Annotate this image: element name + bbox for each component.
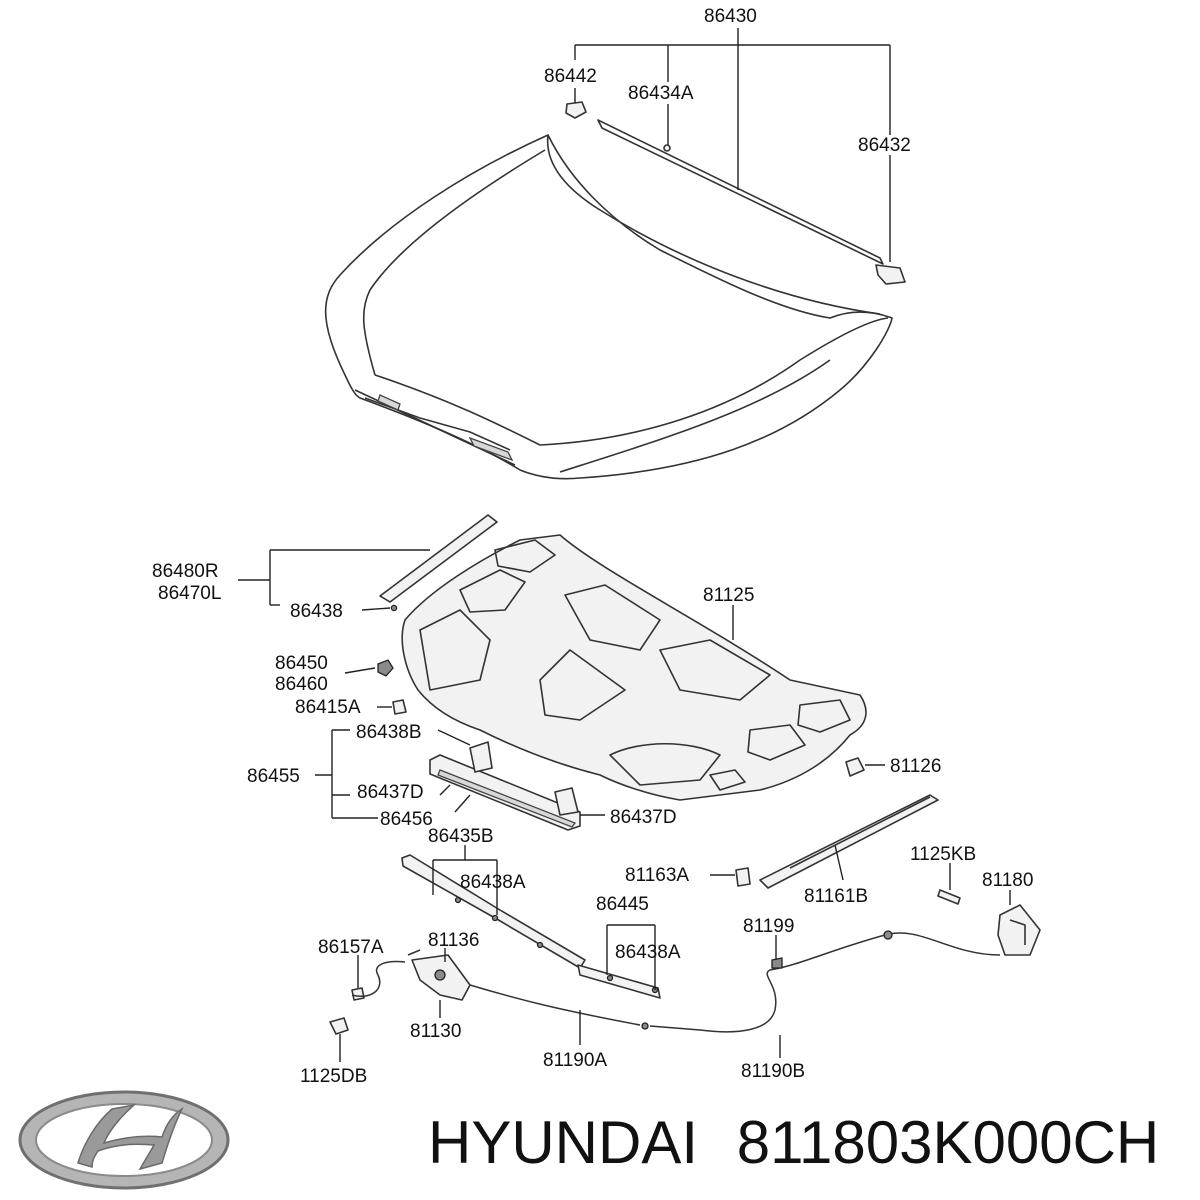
label-81136: 81136 (428, 930, 479, 951)
label-1125DB: 1125DB (300, 1066, 367, 1087)
label-86438: 86438 (290, 601, 343, 622)
hood-panel (324, 134, 893, 480)
label-86445: 86445 (596, 894, 649, 915)
label-81190B: 81190B (741, 1061, 805, 1082)
label-86435B: 86435B (428, 826, 494, 847)
hood-insulator (401, 534, 867, 801)
hood-latch-assembly (329, 949, 471, 1035)
label-86434A: 86434A (628, 83, 694, 104)
front-molding (401, 854, 586, 969)
hyundai-logo-icon (18, 1090, 230, 1190)
label-81125: 81125 (703, 585, 754, 606)
hood-gas-strut (735, 794, 939, 889)
label-81161B: 81161B (804, 886, 868, 907)
label-86430: 86430 (704, 6, 757, 27)
label-86438A-2: 86438A (615, 942, 681, 963)
label-81190A: 81190A (543, 1050, 607, 1071)
label-86456: 86456 (380, 809, 433, 830)
label-86460: 86460 (275, 674, 328, 695)
label-81126: 81126 (890, 756, 941, 777)
label-81163A: 81163A (625, 865, 689, 886)
label-86438B: 86438B (356, 722, 422, 743)
label-86438A-1: 86438A (460, 872, 526, 893)
label-86455: 86455 (247, 766, 300, 787)
latch-bracket (429, 741, 581, 831)
label-81180: 81180 (982, 870, 1033, 891)
hood-weatherstrip (565, 101, 906, 285)
leaders (238, 549, 1011, 1062)
brand-name: HYUNDAI (428, 1109, 699, 1176)
label-86157A: 86157A (318, 937, 384, 958)
label-1125KB: 1125KB (910, 844, 976, 865)
label-81199: 81199 (743, 916, 794, 937)
label-86480R: 86480R (152, 561, 219, 582)
top-leaders (574, 28, 891, 262)
label-86450: 86450 (275, 653, 328, 674)
label-86415A: 86415A (295, 697, 361, 718)
hood-release-handle (937, 889, 1041, 956)
label-86470L: 86470L (158, 583, 221, 604)
part-labels: 86430 86442 86434A 86432 86480R 86470L 8… (152, 6, 1033, 1087)
label-86437D-left: 86437D (357, 782, 424, 803)
label-86432: 86432 (858, 135, 911, 156)
hood-stay-grommet (845, 757, 865, 777)
part-number: 811803K000CH (736, 1109, 1160, 1176)
release-cables (469, 930, 1001, 1033)
label-86437D-right: 86437D (610, 807, 677, 828)
label-86442: 86442 (544, 66, 597, 87)
label-81130: 81130 (410, 1021, 461, 1042)
part-caption: HYUNDAI 811803K000CH (428, 1108, 1188, 1178)
side-seal-strip (379, 514, 498, 612)
bumpers (377, 659, 407, 715)
molding-end (577, 964, 661, 999)
